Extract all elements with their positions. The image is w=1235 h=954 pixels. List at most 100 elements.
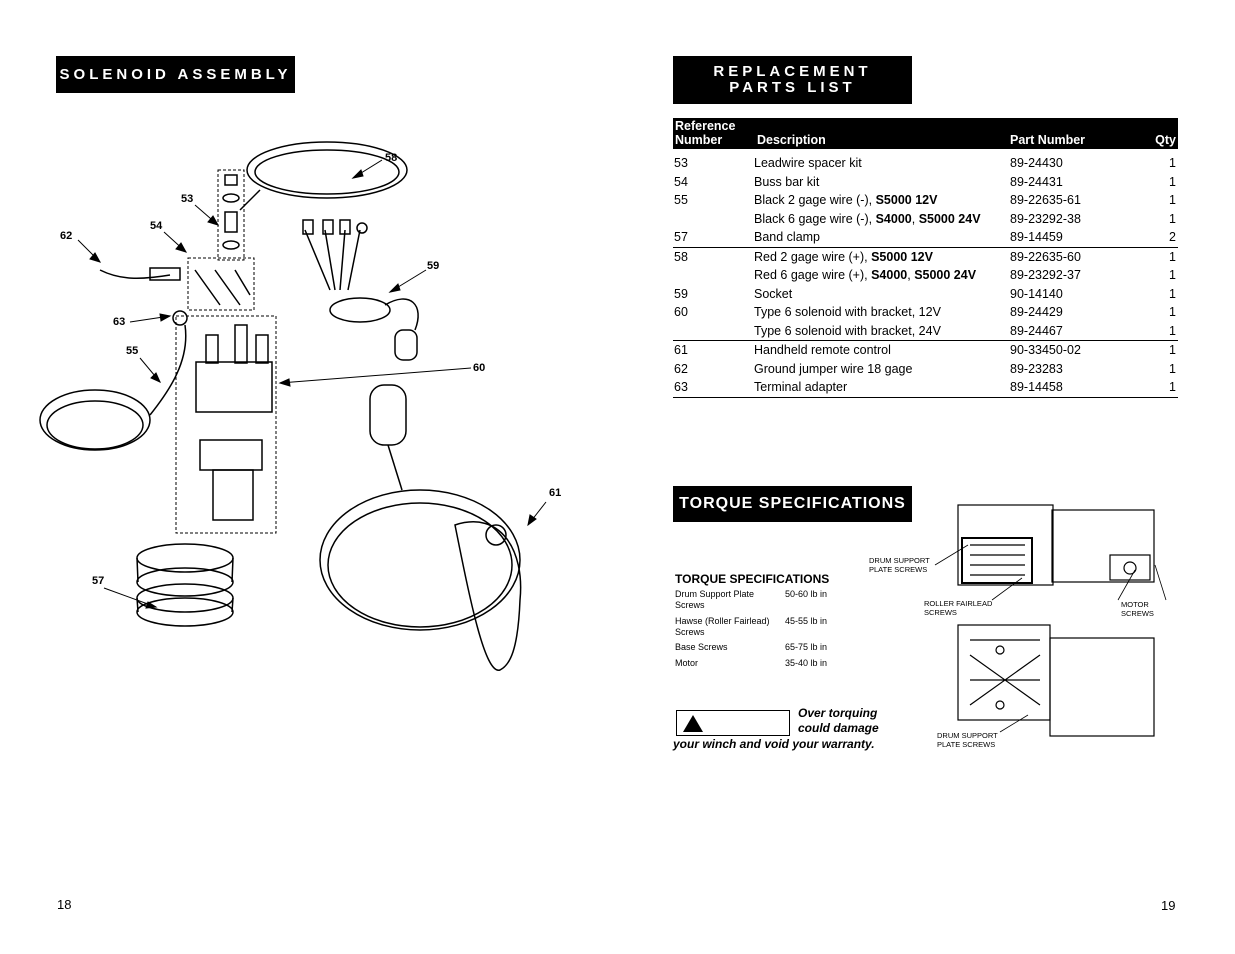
row-description: Red 2 gage wire (+), S5000 12V [754, 250, 933, 264]
roller-label-line1: ROLLER FAIRLEAD [924, 599, 993, 608]
torque-label-drum: Drum Support Plate Screws [675, 589, 755, 610]
callout-54: 54 [150, 220, 163, 232]
replacement-parts-title-line2: PARTS LIST [729, 79, 856, 96]
row-description-text: Terminal adapter [754, 380, 848, 394]
row-description-text: Band clamp [754, 230, 821, 244]
drum-bottom-label-line1: DRUM SUPPORT [937, 731, 998, 740]
drum-bottom-label-line2: PLATE SCREWS [937, 739, 996, 749]
page-number-left: 18 [57, 897, 72, 912]
replacement-parts-title-line1: REPLACEMENT [713, 63, 872, 80]
table-row: 62 Ground jumper wire 18 gage 89-23283 1 [673, 360, 1178, 379]
row-description-text: Black 2 gage wire (-), [754, 193, 876, 207]
warning-box [676, 710, 790, 736]
row-ref: 58 [674, 249, 688, 264]
table-row: 55 Black 2 gage wire (-), S5000 12V 89-226… [673, 191, 1178, 210]
diagram-label-drum-bottom: DRUM SUPPORT PLATE SCREWS [937, 731, 998, 749]
row-ref: 57 [674, 230, 688, 244]
row-qty: 1 [1169, 156, 1176, 170]
torque-value-motor: 35-40 lb in [785, 658, 828, 668]
row-description-text: Red 2 gage wire (+), [754, 249, 872, 264]
table-row: Type 6 solenoid with bracket, 24V 89-2446… [673, 322, 1178, 341]
row-description: Socket [754, 287, 792, 301]
warning-triangle-icon [683, 715, 703, 732]
callout-62: 62 [60, 230, 73, 242]
parts-table: Reference Number Description Part Number… [673, 118, 1178, 398]
row-description-text: Type 6 solenoid with bracket, 24V [754, 323, 941, 338]
row-ref: 63 [674, 380, 688, 394]
row-qty: 1 [1169, 361, 1176, 376]
row-description-text: Socket [754, 286, 793, 301]
callout-61: 61 [549, 487, 562, 499]
diagram-label-motor: MOTOR SCREWS [1121, 600, 1154, 618]
diagram-label-drum-top: DRUM SUPPORT PLATE SCREWS [869, 556, 930, 574]
row-ref: 55 [674, 193, 688, 207]
row-description-text: Ground jumper wire 18 gage [754, 361, 913, 376]
row-description: Terminal adapter [754, 380, 847, 394]
row-description-bold: S4000 [875, 211, 912, 226]
row-part-number: 90-14140 [1010, 286, 1063, 301]
row-part-number: 89-14458 [1010, 380, 1063, 394]
torque-subtitle: TORQUE SPECIFICATIONS [675, 572, 830, 586]
row-description: Leadwire spacer kit [754, 156, 862, 170]
winch-torque-diagram [934, 504, 1167, 737]
callout-55: 55 [126, 345, 139, 357]
row-part-number: 89-23283 [1010, 361, 1063, 376]
warning-line1: Over torquing [798, 706, 878, 720]
row-description-bold: S5000 12V [871, 249, 933, 264]
motor-label-line1: MOTOR [1121, 600, 1149, 609]
row-qty: 1 [1169, 193, 1176, 207]
row-description: Type 6 solenoid with bracket, 12V [754, 305, 941, 319]
row-part-number: 89-24467 [1010, 323, 1063, 338]
row-qty: 1 [1169, 323, 1176, 338]
header-ref-line2: Number [675, 133, 723, 147]
header-qty: Qty [1155, 133, 1176, 147]
drum-top-label-line2: PLATE SCREWS [869, 564, 928, 574]
row-description-bold-2: S5000 24V [914, 268, 977, 282]
torque-label-hawse: Hawse (Roller Fairlead) Screws [675, 616, 770, 637]
row-ref: 62 [674, 361, 688, 376]
row-part-number: 89-14459 [1010, 230, 1063, 244]
table-row: 53 Leadwire spacer kit 89-24430 1 [673, 154, 1178, 173]
row-description-bold: S5000 12V [875, 193, 938, 207]
row-description-text: Red 6 gage wire (+), [754, 268, 872, 282]
row-qty: 1 [1169, 286, 1176, 301]
row-part-number: 89-24429 [1010, 305, 1063, 319]
warning-line3: your winch and void your warranty. [673, 737, 875, 751]
roller-label-line2: SCREWS [924, 607, 957, 617]
torque-label-base: Base Screws [675, 642, 728, 652]
callout-60: 60 [473, 362, 486, 374]
row-description: Handheld remote control [754, 343, 891, 357]
header-part-number: Part Number [1010, 133, 1086, 147]
row-qty: 1 [1169, 249, 1176, 264]
row-description: Ground jumper wire 18 gage [754, 362, 912, 376]
row-ref: 54 [674, 174, 688, 189]
row-qty: 1 [1169, 305, 1176, 319]
row-description-bold-2: S5000 24V [918, 211, 981, 226]
row-ref: 53 [674, 156, 688, 170]
torque-value-hawse: 45-55 lb in [785, 616, 828, 626]
torque-label-motor: Motor [675, 658, 699, 668]
row-description-text: Leadwire spacer kit [754, 156, 862, 170]
row-description: Band clamp [754, 230, 820, 244]
row-qty: 1 [1169, 174, 1176, 189]
header-ref-line1: Reference [675, 119, 736, 133]
row-description-text: Type 6 solenoid with bracket, 12V [754, 305, 941, 319]
row-part-number: 89-22635-61 [1010, 193, 1081, 207]
solenoid-assembly-title: SOLENOID ASSEMBLY [56, 56, 295, 93]
replacement-parts-title: REPLACEMENT PARTS LIST [673, 56, 912, 104]
torque-specifications-title: TORQUE SPECIFICATIONS [673, 486, 912, 522]
callout-58: 58 [385, 152, 398, 164]
torque-value-drum: 50-60 lb in [785, 589, 828, 599]
row-description-text: Handheld remote control [754, 343, 891, 357]
row-part-number: 89-24430 [1010, 156, 1063, 170]
row-qty: 1 [1169, 380, 1176, 394]
row-description: Black 6 gage wire (-), S4000, S5000 24V [754, 211, 981, 226]
row-qty: 1 [1169, 268, 1176, 282]
callout-57: 57 [92, 575, 105, 587]
diagram-label-roller: ROLLER FAIRLEAD SCREWS [924, 599, 993, 617]
